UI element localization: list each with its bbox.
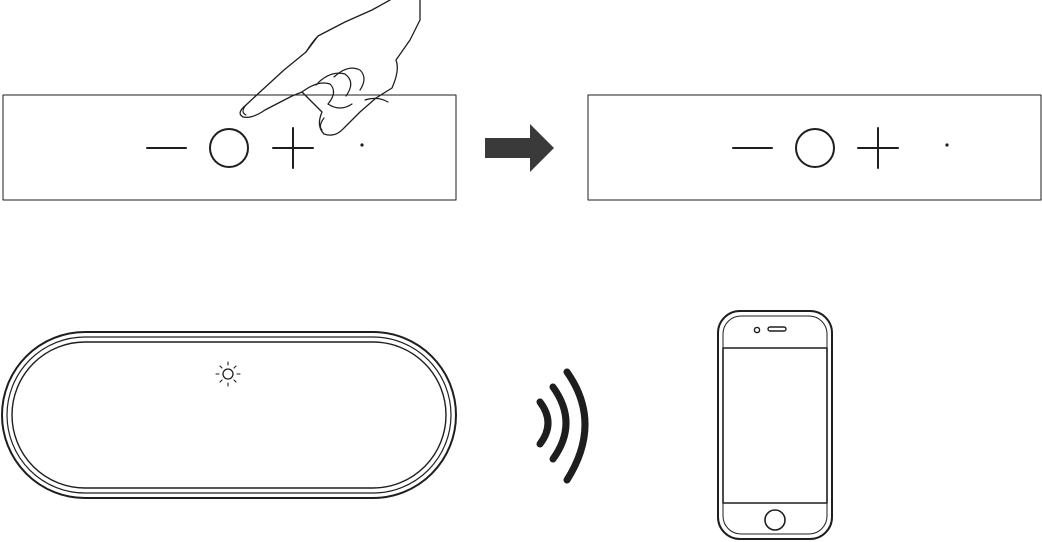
control-panel-before (3, 95, 456, 200)
speaker-outer-rim (2, 332, 456, 498)
hand-icon (240, 0, 420, 135)
indicator-dot-icon (945, 143, 948, 146)
phone-speaker-slot (768, 327, 786, 331)
light-blink-icon (216, 362, 240, 386)
plus-icon (858, 128, 898, 168)
phone-body (718, 311, 832, 539)
panel-frame (3, 95, 456, 200)
smartphone-icon (718, 311, 832, 539)
phone-home-button (765, 510, 785, 530)
speaker-rim-line (7, 337, 451, 493)
power-button-icon (210, 129, 248, 167)
wireless-signal-icon (540, 372, 585, 480)
plus-icon (273, 128, 313, 168)
panel-frame (588, 95, 1041, 200)
control-panel-after (588, 95, 1041, 200)
indicator-dot-icon (360, 143, 363, 146)
speaker-top-surface (12, 342, 446, 488)
phone-camera (754, 327, 759, 332)
power-button-icon (796, 129, 834, 167)
phone-screen (723, 348, 827, 503)
speaker-top-view (2, 332, 456, 498)
arrow-right-icon (485, 124, 554, 172)
